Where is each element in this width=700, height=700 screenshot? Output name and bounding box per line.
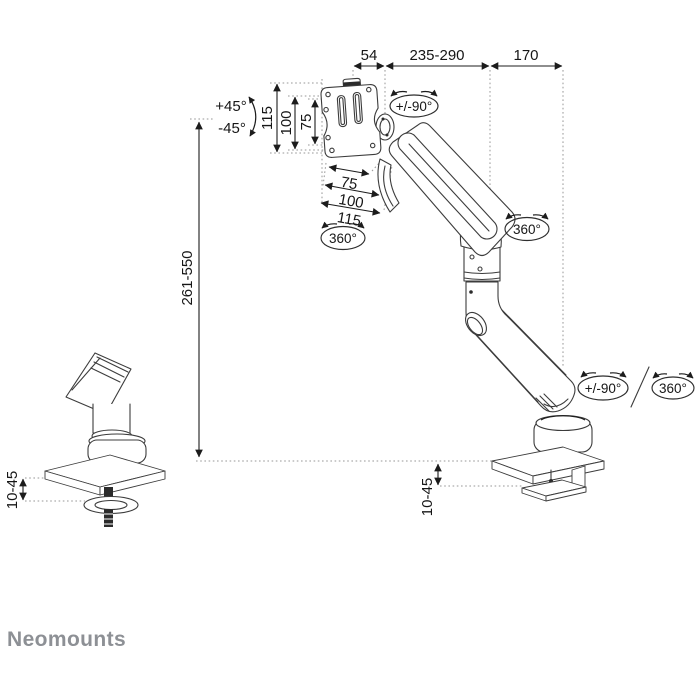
lower-arm: [465, 281, 576, 413]
base-swivel-annotation: +/-90°: [577, 366, 650, 408]
vesa-plate: [320, 77, 382, 158]
brand-logo: Neomounts: [7, 628, 126, 651]
vesa-width-100-label: 100: [337, 191, 365, 212]
desk-clamp: 10-45: [419, 414, 605, 516]
vesa-height-115-label: 115: [259, 106, 276, 130]
vesa-slot-left: [336, 95, 348, 128]
grommet-bolt: [104, 487, 113, 499]
base-rotation-label: 360°: [659, 381, 687, 396]
base-depth-label: 170: [513, 47, 538, 64]
grommet-mount-illustration: 10-45: [4, 352, 166, 527]
plate-rotation-annotation: 360°: [320, 221, 366, 251]
top-dimensions: 54 235-290 170: [353, 47, 563, 70]
arm-foot-shading: [535, 393, 558, 412]
vesa-width-75-label: 75: [339, 174, 358, 194]
arm-rotation-annotation: 360°: [504, 212, 550, 242]
tilt-arc-arrow: [248, 96, 257, 137]
tilt-bracket: [377, 158, 400, 213]
annotation-divider: [630, 366, 650, 408]
tilt-down-label: -45°: [218, 120, 246, 137]
plate-body: [320, 84, 382, 158]
plate-swivel-annotation: +/-90°: [389, 89, 439, 118]
plate-rotation-label: 360°: [329, 231, 357, 246]
tilt-up-label: +45°: [215, 98, 246, 115]
grommet-thickness-label: 10-45: [4, 471, 21, 509]
vesa-height-100-label: 100: [278, 110, 295, 135]
arm-rotation-label: 360°: [513, 222, 541, 237]
upper-arm: [377, 122, 516, 257]
vesa-horizontal-dimensions: 75 100 115: [320, 164, 381, 230]
plate-pivot-joint: [375, 113, 395, 141]
vesa-height-75-label: 75: [298, 114, 315, 131]
arm-column: [92, 403, 131, 434]
clamp-thickness-dimension: 10-45: [419, 463, 442, 516]
grommet-thickness-dimension: 10-45: [4, 471, 27, 509]
vesa-vertical-dimensions: 115 100 75: [259, 83, 319, 153]
base-swivel-label: +/-90°: [585, 381, 622, 396]
height-range-label: 261-550: [179, 250, 196, 305]
plate-swivel-label: +/-90°: [396, 99, 433, 114]
vesa-slot-right: [352, 91, 363, 125]
arm-reach-label: 235-290: [409, 47, 464, 64]
base-rotation-annotation: 360°: [651, 371, 695, 400]
height-dimension: 261-550: [179, 121, 203, 458]
tilt-annotation: +45° -45°: [215, 96, 257, 137]
clamp-thickness-label: 10-45: [419, 478, 436, 516]
top-offset-label: 54: [361, 47, 378, 64]
